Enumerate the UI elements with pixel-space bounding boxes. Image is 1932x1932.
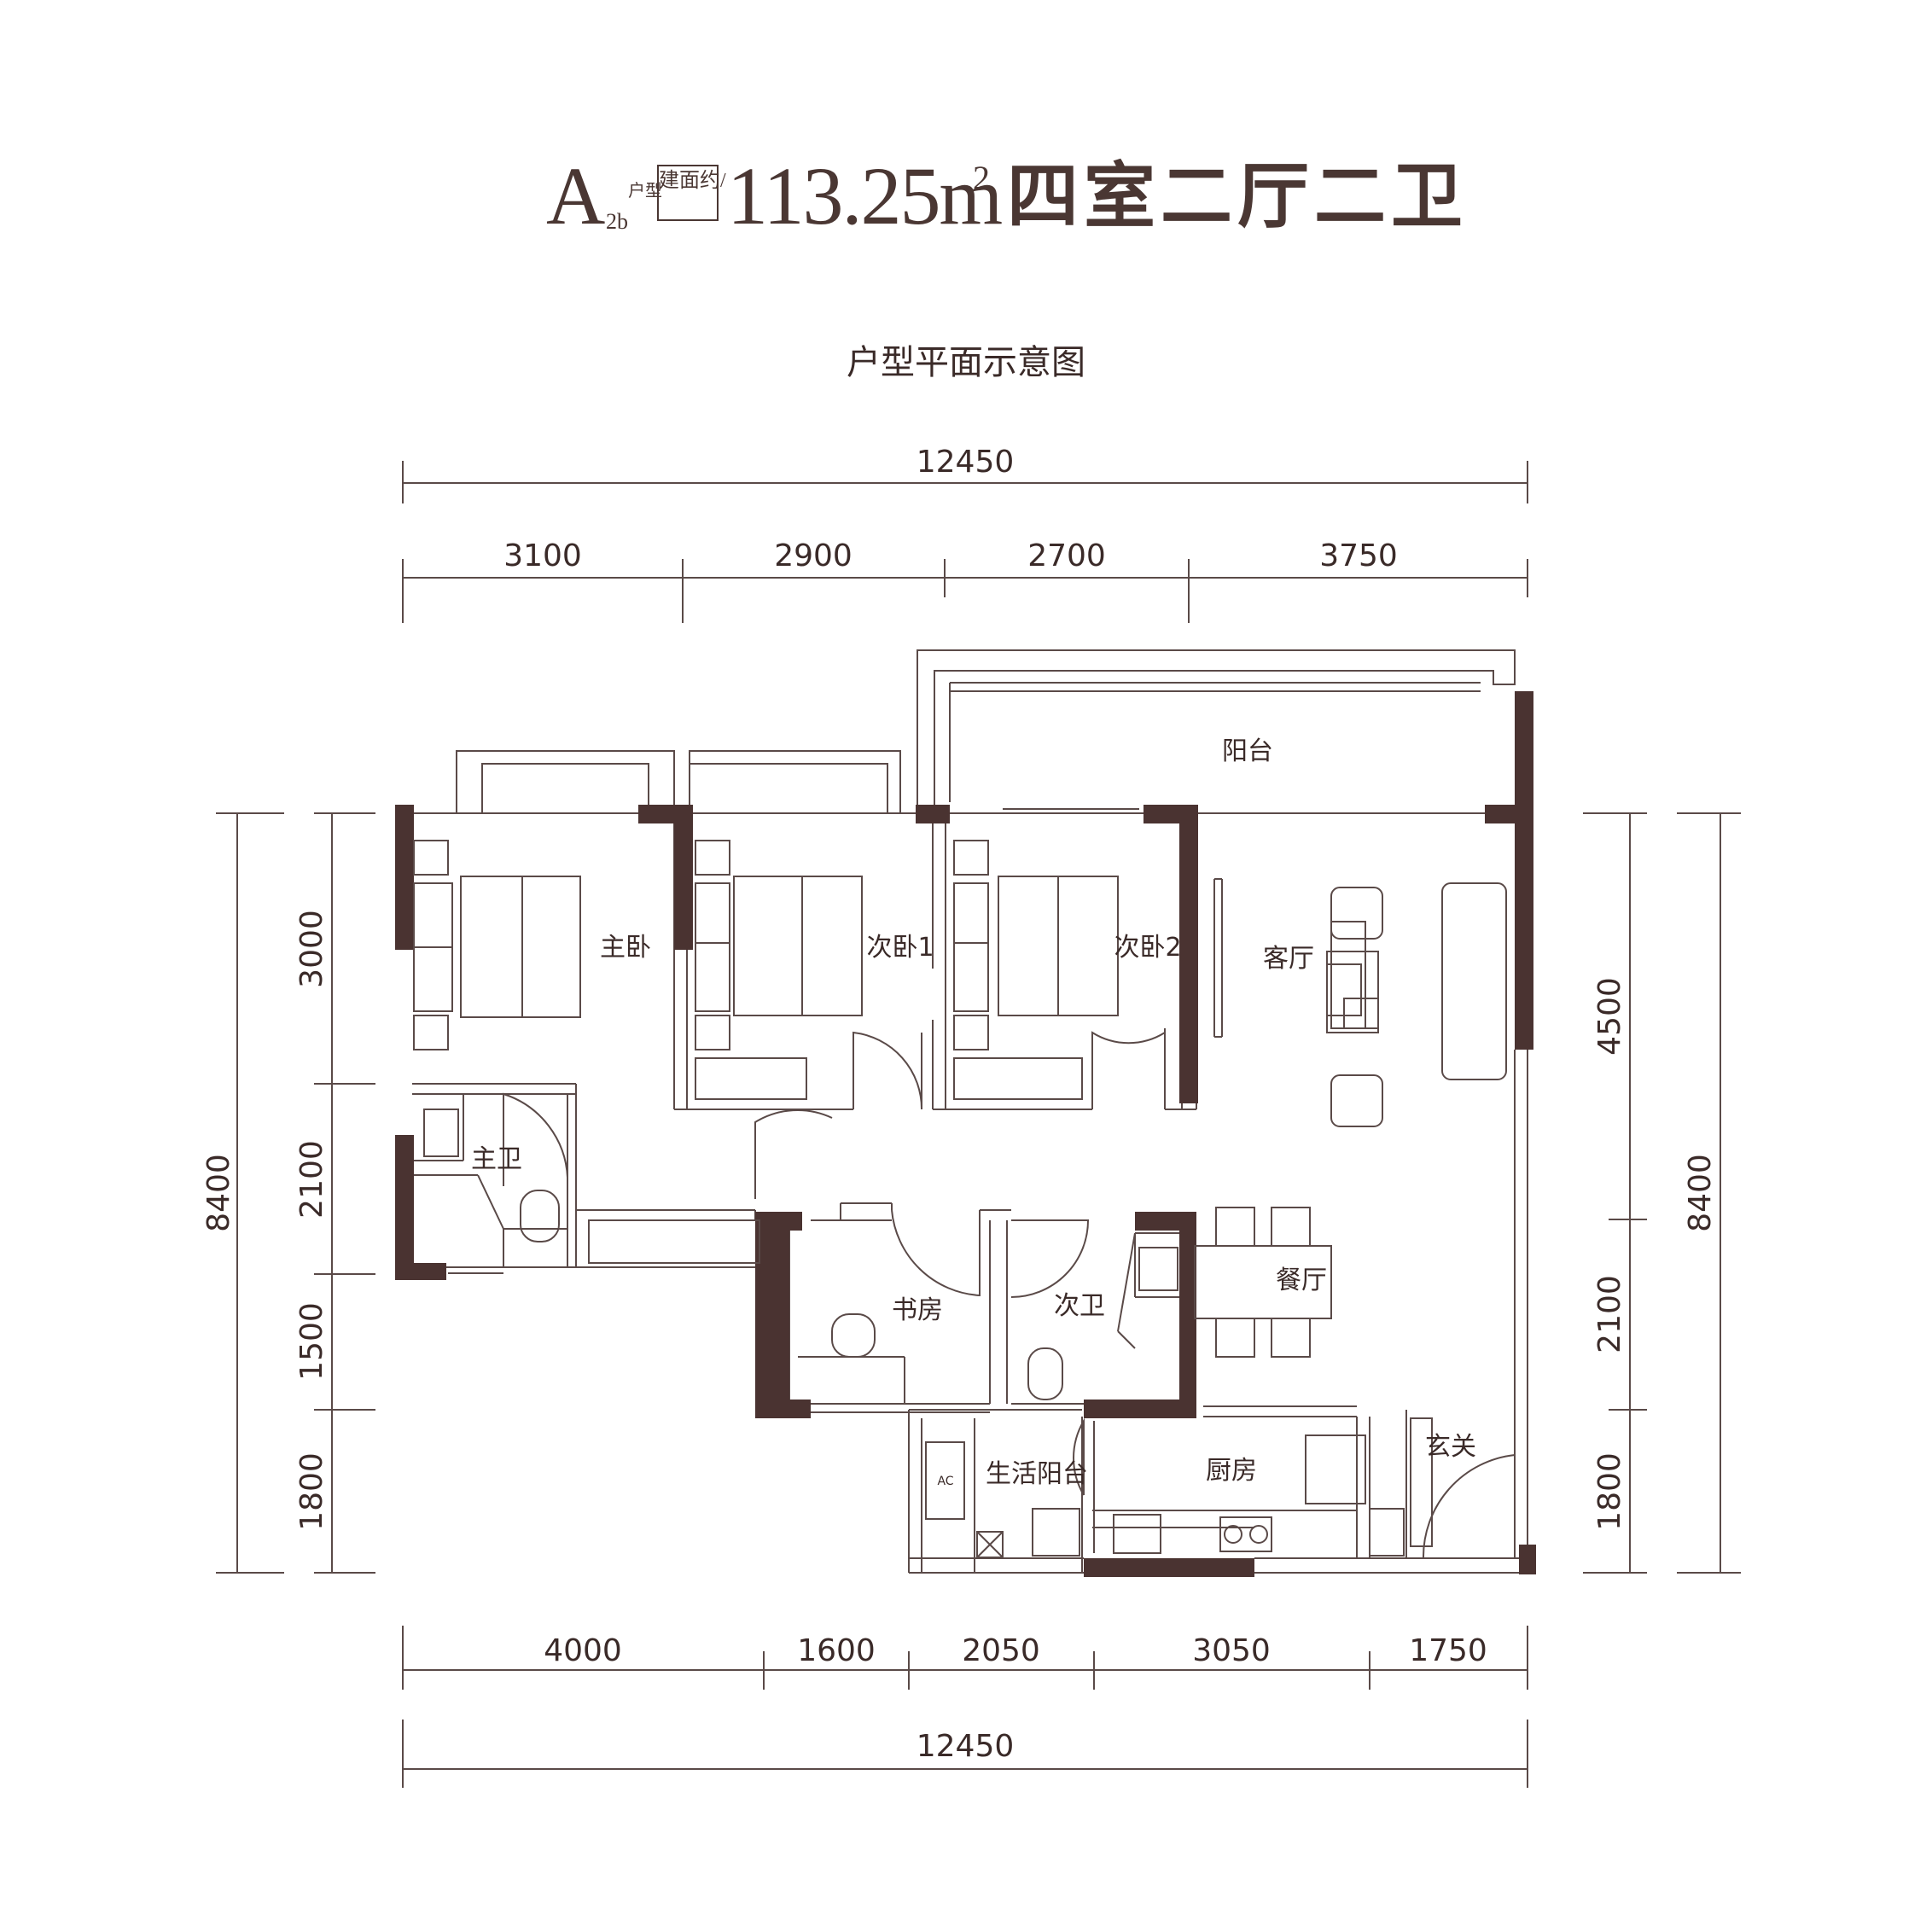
dim-right-total: 8400 bbox=[1683, 1154, 1718, 1232]
dim-top-seg-3: 2700 bbox=[1027, 538, 1106, 573]
plan-subtitle: 户型平面示意图 bbox=[847, 343, 1085, 382]
kitchen-sink bbox=[1113, 1514, 1161, 1554]
dim-right-seg-1: 4500 bbox=[1592, 977, 1627, 1056]
study-chair bbox=[831, 1313, 876, 1358]
label-study: 书房 bbox=[892, 1295, 943, 1325]
door-second-bath bbox=[1010, 1219, 1090, 1298]
wardrobe-master bbox=[413, 882, 453, 948]
unit-letter: A bbox=[546, 150, 606, 242]
dim-bottom-seg-4: 3050 bbox=[1192, 1633, 1271, 1668]
dim-left-seg-4: 1800 bbox=[294, 1452, 329, 1531]
dim-bottom-seg-2: 1600 bbox=[797, 1633, 876, 1668]
dim-bottom-seg-3: 2050 bbox=[962, 1633, 1040, 1668]
toilet-second bbox=[1027, 1347, 1063, 1400]
label-ac: AC bbox=[937, 1475, 953, 1488]
sink-master bbox=[423, 1109, 459, 1157]
room-labels: 主卧 次卧1 次卧2 客厅 阳台 主卫 餐厅 书房 次卫 生活阳台 厨房 玄关 … bbox=[471, 736, 1476, 1489]
label-kitchen: 厨房 bbox=[1206, 1456, 1257, 1486]
sofa bbox=[1441, 882, 1507, 1080]
stove bbox=[1219, 1516, 1272, 1552]
dim-top-seg-4: 3750 bbox=[1319, 538, 1398, 573]
door-bedroom-2 bbox=[1091, 1031, 1166, 1109]
unit-subscript: 2b bbox=[606, 209, 628, 234]
label-entrance: 玄关 bbox=[1425, 1432, 1476, 1462]
label-master-bedroom: 主卧 bbox=[600, 933, 651, 963]
label-master-bath: 主卫 bbox=[471, 1144, 522, 1174]
dim-right-seg-2: 2100 bbox=[1592, 1275, 1627, 1353]
washer bbox=[1032, 1508, 1080, 1557]
dim-bottom-seg-5: 1750 bbox=[1409, 1633, 1487, 1668]
door-corridor bbox=[754, 1109, 833, 1199]
dim-bottom-total: 12450 bbox=[917, 1729, 1015, 1764]
area-superscript: 2 bbox=[973, 159, 990, 197]
doors bbox=[477, 1031, 1516, 1559]
toilet-master bbox=[520, 1190, 560, 1242]
ac-unit bbox=[925, 1441, 965, 1520]
dim-top-total: 12450 bbox=[917, 445, 1015, 480]
door-study bbox=[891, 1209, 981, 1297]
furniture bbox=[413, 840, 1507, 1558]
fridge bbox=[1305, 1434, 1366, 1504]
label-second-bedroom-2: 次卧2 bbox=[1114, 933, 1181, 963]
bed-master bbox=[460, 876, 581, 1018]
door-entrance bbox=[1422, 1453, 1516, 1559]
thick-walls bbox=[395, 691, 1536, 1577]
label-second-bath: 次卫 bbox=[1054, 1291, 1105, 1321]
armchair bbox=[1330, 887, 1383, 940]
door-master-bath bbox=[503, 1092, 568, 1186]
dim-bottom-seg-1: 4000 bbox=[544, 1633, 622, 1668]
label-living-room: 客厅 bbox=[1263, 944, 1314, 974]
dim-top-seg-2: 2900 bbox=[774, 538, 853, 573]
bed-second-1 bbox=[733, 876, 863, 1016]
area-value: 113.25m bbox=[727, 150, 1003, 242]
label-balcony: 阳台 bbox=[1222, 736, 1273, 766]
door-utility bbox=[1073, 1417, 1085, 1496]
dim-left-seg-1: 3000 bbox=[294, 910, 329, 988]
dim-top-seg-1: 3100 bbox=[503, 538, 582, 573]
nightstand bbox=[413, 840, 449, 876]
dimension-lines bbox=[216, 461, 1741, 1788]
dining-table bbox=[1194, 1245, 1332, 1319]
dim-left-total: 8400 bbox=[201, 1154, 236, 1232]
door-bedroom-1 bbox=[853, 1031, 923, 1110]
area-label-box: 建面约/ bbox=[657, 165, 726, 221]
dim-right-seg-3: 1800 bbox=[1592, 1452, 1627, 1531]
dim-left-seg-3: 1500 bbox=[294, 1302, 329, 1381]
thin-walls bbox=[397, 649, 1528, 1574]
label-utility-balcony: 生活阳台 bbox=[986, 1459, 1088, 1489]
dim-left-seg-2: 2100 bbox=[294, 1140, 329, 1219]
dimension-labels: 12450 3100 2900 2700 3750 4000 1600 2050… bbox=[201, 445, 1718, 1764]
layout-description: 四室二厅二卫 bbox=[1007, 154, 1469, 238]
armchair bbox=[1330, 1074, 1383, 1127]
label-second-bedroom-1: 次卧1 bbox=[866, 933, 934, 963]
label-dining-room: 餐厅 bbox=[1276, 1266, 1327, 1295]
